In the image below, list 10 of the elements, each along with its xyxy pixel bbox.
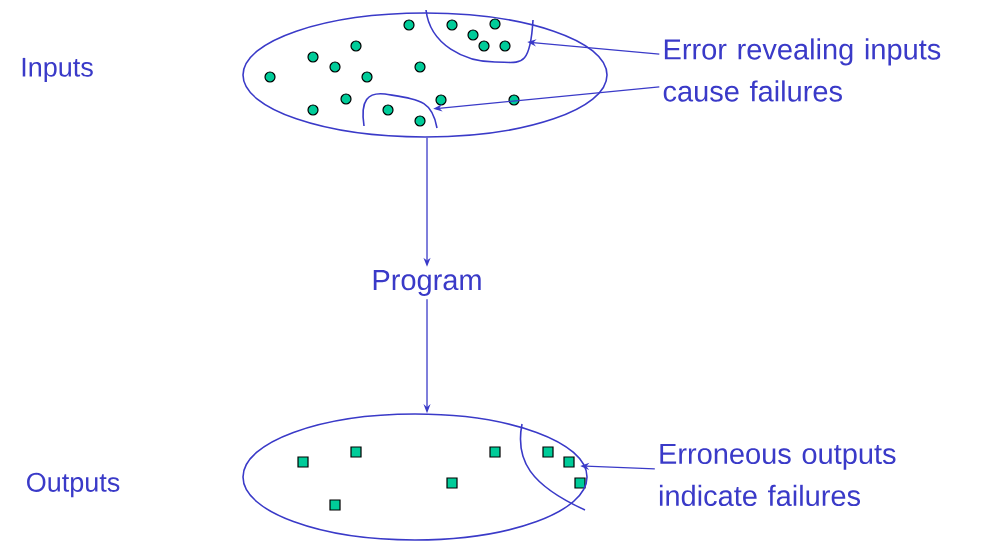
text-label: Error revealing inputs cause failures <box>663 38 941 102</box>
set-ellipse <box>242 12 608 138</box>
set-ellipse <box>242 413 588 541</box>
subset-region <box>362 92 438 129</box>
set-label: Inputs <box>22 57 93 83</box>
text-label: Program <box>373 270 481 296</box>
subset-region <box>425 9 534 64</box>
subset-region <box>519 423 586 511</box>
text-label: Erroneous outputs indicate failures <box>659 443 896 507</box>
set-label: Outputs <box>27 472 120 498</box>
